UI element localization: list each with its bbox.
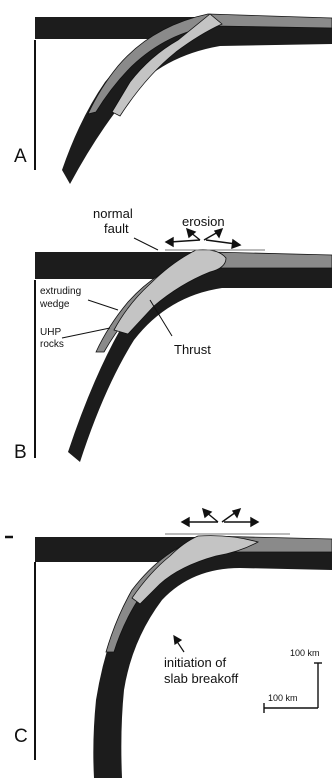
breakoff-arrow (174, 636, 184, 652)
panel-c: initiation of slab breakoff 100 km 100 k… (5, 509, 332, 778)
uhp-rocks-leader (62, 328, 110, 338)
erosion-arrows (166, 229, 240, 248)
extruding-wedge-label-1: extruding (40, 286, 81, 297)
uhp-rocks-label-2: rocks (40, 339, 64, 350)
extruding-wedge-leader (88, 300, 118, 310)
panel-b-subducting-slab (68, 266, 332, 462)
panel-a-subducting-slab (62, 24, 332, 184)
normal-fault-label-1: normal (93, 206, 133, 221)
breakoff-label-1: initiation of (164, 655, 227, 670)
panel-a: A (14, 14, 332, 184)
normal-fault-leader (134, 238, 158, 250)
thrust-label: Thrust (174, 342, 211, 357)
panel-c-letter: C (14, 726, 28, 747)
uhp-rocks-label-1: UHP (40, 327, 61, 338)
scale-vertical-label: 100 km (290, 648, 320, 658)
erosion-label: erosion (182, 214, 225, 229)
breakoff-label-2: slab breakoff (164, 671, 239, 686)
panel-b-letter: B (14, 442, 27, 463)
scale-horizontal-label: 100 km (268, 693, 298, 703)
panel-b: normal fault erosion extruding wedge UHP… (14, 206, 332, 463)
panel-a-letter: A (14, 146, 27, 167)
panel-c-erosion-arrows (182, 509, 258, 526)
extruding-wedge-label-2: wedge (39, 299, 70, 310)
scale-bar (264, 663, 322, 713)
normal-fault-label-2: fault (104, 221, 129, 236)
